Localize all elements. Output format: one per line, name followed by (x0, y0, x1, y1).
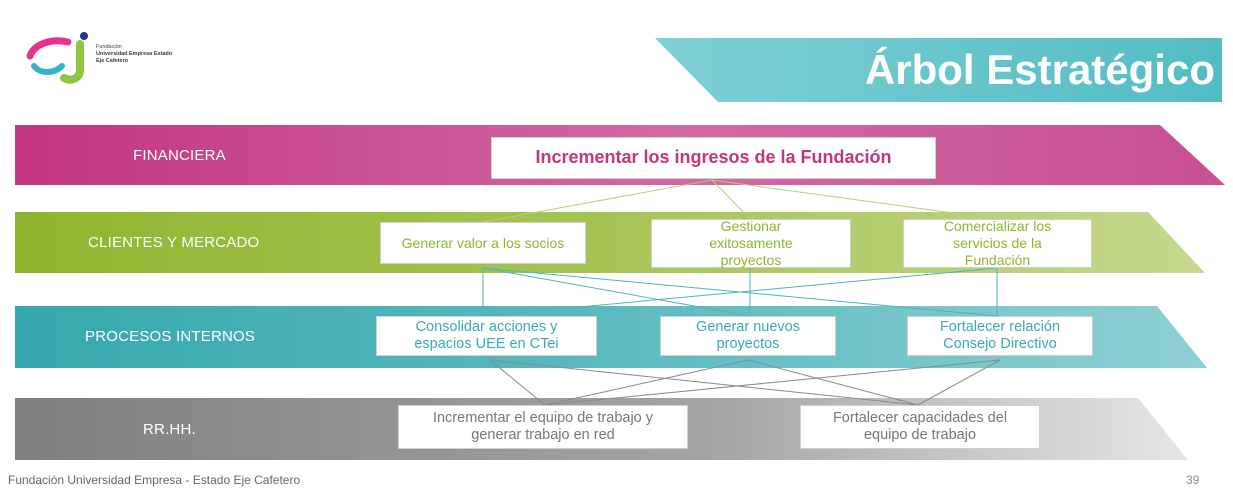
page-number: 39 (1186, 473, 1200, 487)
logo-line2: Universidad Empresa Estado (96, 51, 173, 57)
node-fortalecer-relacion: Fortalecer relación Consejo Directivo (907, 316, 1093, 356)
node-consolidar-acciones: Consolidar acciones y espacios UEE en CT… (376, 316, 597, 356)
logo-line3: Eje Cafetero (96, 58, 129, 64)
node-generar-nuevos-proyectos: Generar nuevos proyectos (660, 316, 836, 356)
page-title: Árbol Estratégico (864, 46, 1215, 93)
node-generar-valor: Generar valor a los socios (380, 222, 586, 264)
node-comercializar-servicios: Comercializar los servicios de la Fundac… (903, 218, 1092, 268)
logo-line1: Fundación (96, 44, 122, 50)
logo-text: Fundación Universidad Empresa Estado Eje… (96, 44, 172, 65)
title-banner (655, 38, 1222, 102)
node-incrementar-equipo: Incrementar el equipo de trabajo y gener… (398, 405, 688, 449)
connectors-to-clientes (482, 267, 998, 317)
connectors-to-ingresos (482, 179, 998, 223)
node-incrementar-ingresos: Incrementar los ingresos de la Fundación (491, 137, 936, 179)
band-label-clientes: CLIENTES Y MERCADO (88, 234, 260, 251)
node-gestionar-proyectos: Gestionar exitosamente proyectos (651, 218, 851, 268)
node-fortalecer-capacidades: Fortalecer capacidades del equipo de tra… (800, 405, 1040, 449)
footer-text: Fundación Universidad Empresa - Estado E… (8, 473, 301, 487)
band-label-procesos: PROCESOS INTERNOS (85, 328, 256, 345)
band-label-financiera: FINANCIERA (133, 147, 226, 164)
band-label-rrhh: RR.HH. (143, 421, 196, 438)
logo-icon (26, 32, 88, 84)
connectors-to-procesos (489, 359, 1001, 406)
